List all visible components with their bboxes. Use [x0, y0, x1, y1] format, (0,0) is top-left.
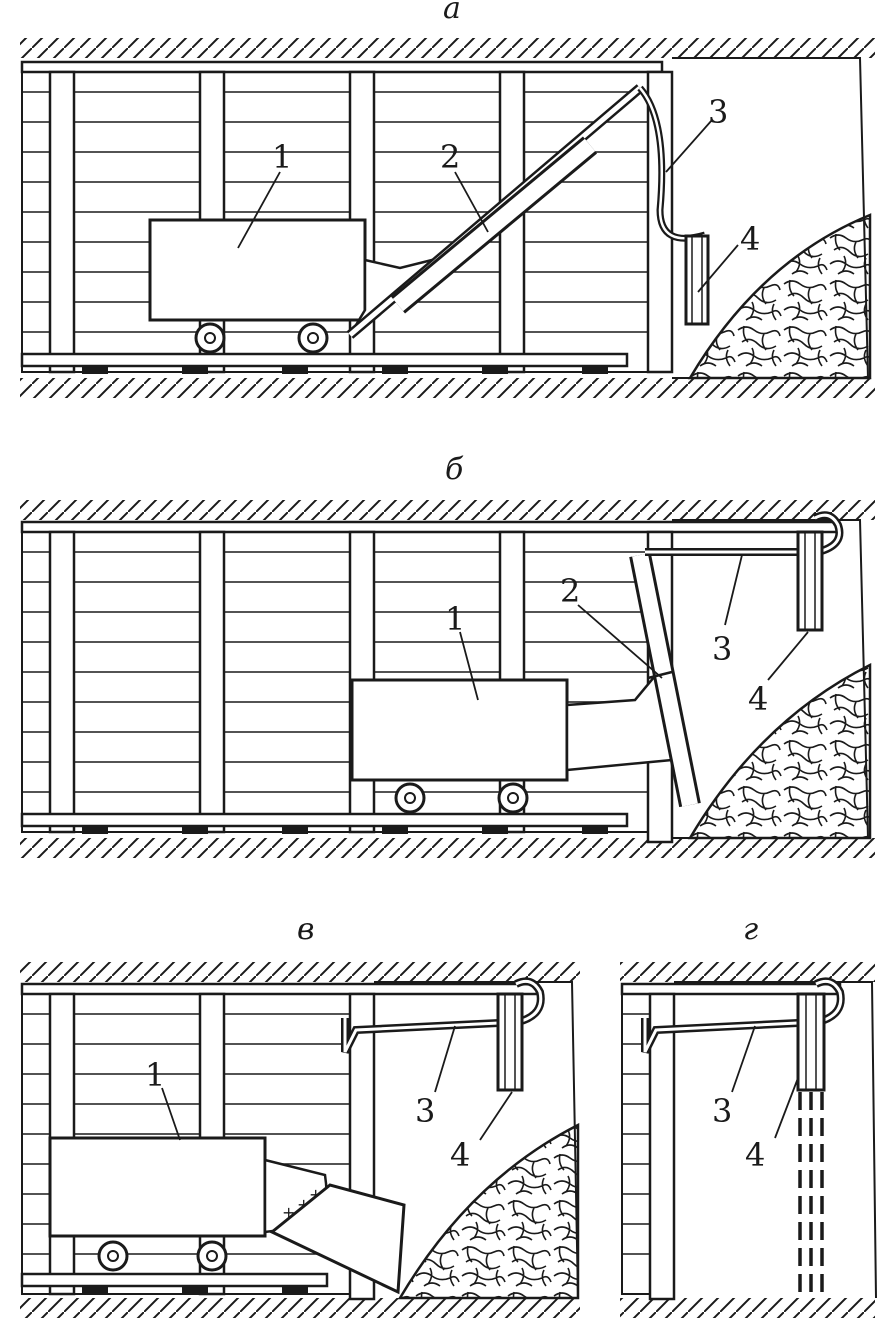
wheel — [204, 332, 216, 344]
sleeper — [582, 366, 608, 374]
floor-rock-a — [20, 378, 875, 398]
panel-g: 3 4 — [620, 962, 877, 1318]
hook-b-inner — [645, 513, 841, 554]
sleeper — [482, 366, 508, 374]
roof-beam-a — [20, 60, 664, 74]
rock-pile-v — [397, 1122, 580, 1300]
floor-rock-v — [20, 1298, 580, 1318]
callout-3-a: 3 — [708, 93, 728, 131]
wheel — [297, 322, 329, 354]
wheel — [404, 792, 416, 804]
support-post — [48, 530, 76, 834]
loader-body-b — [350, 678, 569, 782]
support-post — [646, 70, 674, 374]
sleeper — [582, 826, 608, 834]
wheel — [497, 782, 529, 814]
rail-a — [20, 352, 629, 368]
callout-4-v: 4 — [450, 1136, 470, 1174]
sleeper — [182, 826, 208, 834]
wheel — [97, 1240, 129, 1272]
loader-body-a — [148, 218, 367, 322]
callout-3-b: 3 — [712, 630, 732, 668]
support-posts-b — [48, 530, 674, 844]
sleeper — [482, 826, 508, 834]
rail-v — [20, 1272, 329, 1288]
lining-block-b — [796, 530, 824, 632]
support-post — [48, 70, 76, 374]
leaders-v — [161, 1025, 513, 1141]
lining-dashes-g — [798, 1092, 824, 1298]
face-g — [674, 981, 877, 1299]
callout-4-g: 4 — [745, 1136, 765, 1174]
sleeper — [382, 366, 408, 374]
sleeper — [282, 366, 308, 374]
sleepers-a — [82, 366, 608, 374]
wheel — [196, 1240, 228, 1272]
panel-v: + + + 1 3 4 — [20, 962, 580, 1318]
panel-b: 1 2 3 4 — [20, 500, 875, 858]
panel-label-v: в — [297, 912, 315, 947]
roof-rock-v — [20, 962, 580, 982]
lagging-lines-g — [622, 1013, 650, 1255]
floor-rock-g — [620, 1298, 875, 1318]
floor-rock-b — [20, 838, 875, 858]
panel-label-g: г — [743, 912, 759, 947]
lagging-a — [21, 61, 663, 373]
leaders-a — [237, 119, 739, 293]
panel-label-a: а — [443, 0, 461, 26]
panel-label-b: б — [445, 452, 464, 487]
callout-3-v: 3 — [415, 1092, 435, 1130]
callout-2-a: 2 — [440, 138, 460, 176]
rock-pile-a — [687, 213, 872, 380]
roof-beam-v — [20, 982, 539, 996]
callout-1-b: 1 — [445, 600, 465, 638]
loader-body-v — [48, 1136, 267, 1238]
roof-beam-b — [20, 520, 839, 534]
callout-4-b: 4 — [748, 680, 768, 718]
boom-b-inner — [632, 553, 698, 807]
wheel — [194, 322, 226, 354]
sleepers-v — [82, 1286, 308, 1294]
sleepers-b — [82, 826, 608, 834]
wheel — [307, 332, 319, 344]
callout-4-a: 4 — [740, 220, 760, 258]
callout-2-b: 2 — [560, 572, 580, 610]
wheel — [507, 792, 519, 804]
lining-block-v — [496, 992, 524, 1092]
lining-column-g — [796, 992, 826, 1092]
callout-3-g: 3 — [712, 1092, 732, 1130]
roof-rock-a — [20, 38, 875, 58]
roof-rock-g — [620, 962, 875, 982]
wheel — [206, 1250, 218, 1262]
wheel — [394, 782, 426, 814]
roof-rock-b — [20, 500, 875, 520]
leaders-b — [459, 554, 809, 701]
hook-a-inner — [639, 87, 706, 240]
sleeper — [382, 826, 408, 834]
bucket-v — [269, 1183, 406, 1295]
sleeper — [182, 1286, 208, 1294]
sleeper — [82, 1286, 108, 1294]
support-post — [198, 530, 226, 834]
sleeper — [282, 1286, 308, 1294]
panel-a: 1 2 3 4 — [20, 38, 875, 398]
leaders-g — [731, 1025, 799, 1139]
wheel — [107, 1250, 119, 1262]
sleeper — [82, 826, 108, 834]
rail-b — [20, 812, 629, 828]
lagging-b — [21, 521, 663, 833]
boom-cylinder-a-inner — [392, 138, 596, 312]
lining-block-a — [684, 234, 710, 326]
sleeper — [282, 826, 308, 834]
callout-1-a: 1 — [272, 138, 292, 176]
rock-pile-b — [687, 662, 872, 840]
sleeper — [182, 366, 208, 374]
support-post — [648, 992, 676, 1301]
sleeper — [82, 366, 108, 374]
callout-1-v: 1 — [145, 1056, 165, 1094]
